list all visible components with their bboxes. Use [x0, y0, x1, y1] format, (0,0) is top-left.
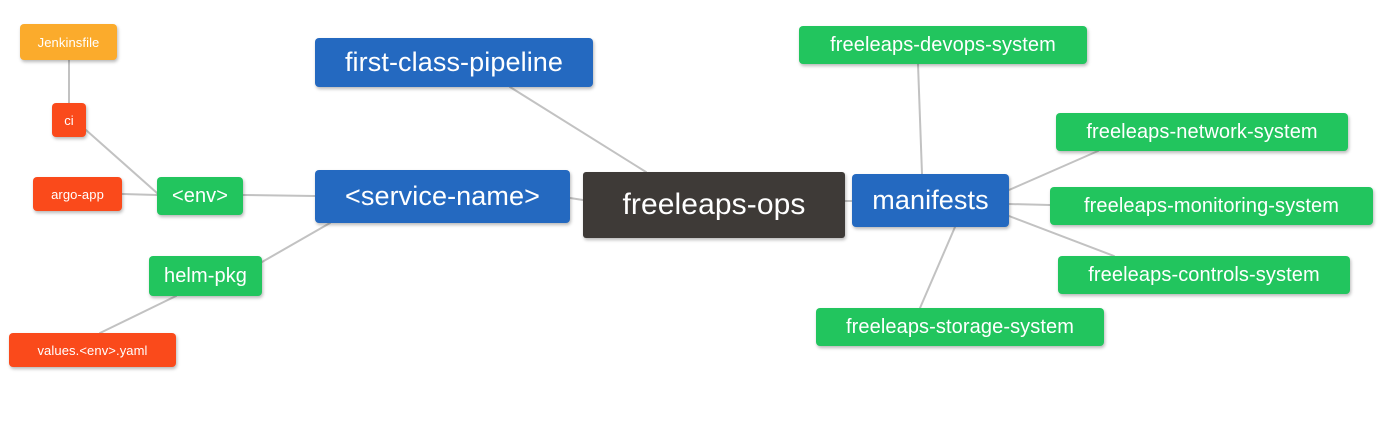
mindmap-node-root[interactable]: freeleaps-ops	[583, 172, 845, 238]
edge-argo-app-to-env	[121, 193, 158, 196]
mindmap-node-service-name[interactable]: <service-name>	[315, 170, 570, 223]
mindmap-node-ci[interactable]: ci	[52, 103, 86, 137]
mindmap-node-network[interactable]: freeleaps-network-system	[1056, 113, 1348, 151]
mindmap-node-env[interactable]: <env>	[157, 177, 243, 215]
edge-service-name-to-root	[569, 197, 584, 201]
mindmap-node-label: ci	[64, 112, 74, 128]
mindmap-node-label: <env>	[171, 185, 229, 207]
mindmap-node-label: freeleaps-network-system	[1086, 121, 1318, 143]
mindmap-node-manifests[interactable]: manifests	[852, 174, 1009, 227]
mindmap-node-label: freeleaps-devops-system	[830, 34, 1056, 56]
edge-first-class-to-root	[509, 86, 647, 173]
mindmap-node-jenkinsfile[interactable]: Jenkinsfile	[20, 24, 117, 60]
edge-manifests-to-devops	[917, 63, 923, 175]
mindmap-node-label: argo-app	[51, 186, 104, 202]
mindmap-node-monitoring[interactable]: freeleaps-monitoring-system	[1050, 187, 1373, 225]
mindmap-node-first-class[interactable]: first-class-pipeline	[315, 38, 593, 87]
mindmap-node-label: values.<env>.yaml	[37, 342, 148, 358]
edge-service-name-to-helm-pkg	[261, 222, 331, 263]
mindmap-node-label: freeleaps-storage-system	[845, 316, 1075, 338]
mindmap-node-argo-app[interactable]: argo-app	[33, 177, 122, 211]
mindmap-node-devops[interactable]: freeleaps-devops-system	[799, 26, 1087, 64]
mindmap-node-label: manifests	[872, 185, 989, 215]
mindmap-node-label: freeleaps-controls-system	[1088, 264, 1320, 286]
edge-manifests-to-network	[1008, 150, 1099, 191]
mindmap-node-label: freeleaps-monitoring-system	[1083, 195, 1339, 217]
mindmap-node-controls[interactable]: freeleaps-controls-system	[1058, 256, 1350, 294]
mindmap-node-label: first-class-pipeline	[344, 47, 564, 77]
edge-env-to-service-name	[242, 194, 316, 197]
mindmap-node-helm-pkg[interactable]: helm-pkg	[149, 256, 262, 296]
mindmap-node-label: Jenkinsfile	[37, 34, 100, 50]
edge-helm-pkg-to-values-yaml	[99, 295, 177, 334]
mindmap-node-label: helm-pkg	[163, 265, 248, 287]
mindmap-node-storage[interactable]: freeleaps-storage-system	[816, 308, 1104, 346]
mindmap-node-values-yaml[interactable]: values.<env>.yaml	[9, 333, 176, 367]
mindmap-node-label: freeleaps-ops	[622, 188, 806, 221]
edge-manifests-to-monitoring	[1008, 203, 1051, 206]
mindmap-node-label: <service-name>	[345, 181, 540, 211]
edge-manifests-to-storage	[919, 226, 956, 309]
